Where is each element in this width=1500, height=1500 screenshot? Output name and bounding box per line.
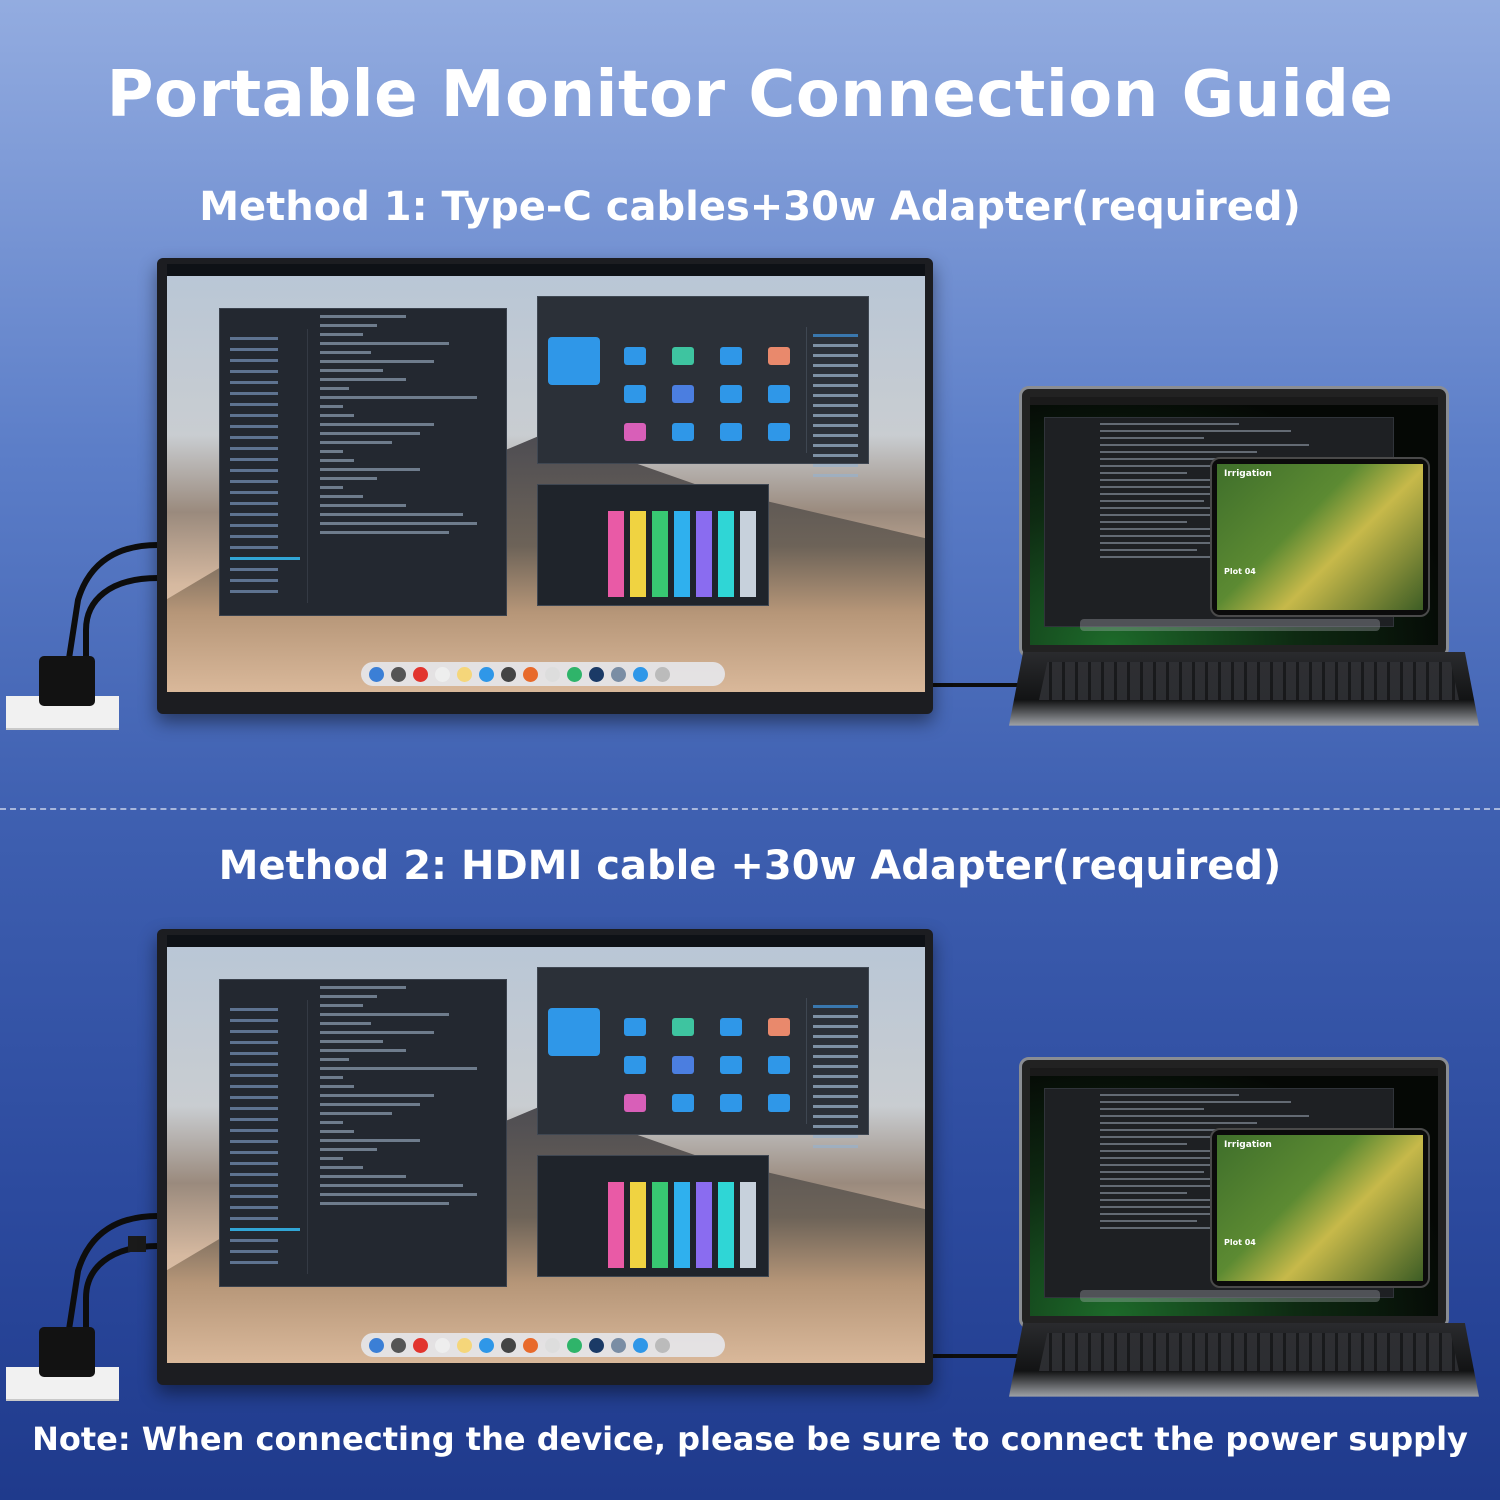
- monitor-screen: [167, 264, 925, 692]
- desktop-top-bar: [167, 264, 925, 276]
- hdmi-cable-2: [83, 1243, 159, 1336]
- desktop-dock: [361, 1333, 725, 1357]
- konsole-window: [537, 1155, 769, 1277]
- laptop-keyboard: [1039, 1333, 1459, 1371]
- tablet-simulator: Irrigation Plot 04: [1210, 1128, 1430, 1288]
- terminal-window: [219, 979, 507, 1287]
- plot-label: Plot 04: [1224, 1238, 1256, 1247]
- section-divider: [0, 808, 1500, 810]
- mac-dock: [1080, 1290, 1380, 1302]
- laptop-lid: Irrigation Plot 04: [1019, 1057, 1449, 1329]
- desktop-top-bar: [167, 935, 925, 947]
- power-cable-2: [65, 1213, 159, 1337]
- desktop-dock: [361, 662, 725, 686]
- portable-monitor: [157, 929, 933, 1385]
- power-adapter-icon: [39, 1327, 95, 1377]
- konsole-window: [537, 484, 769, 606]
- power-adapter-icon: [39, 656, 95, 706]
- home-folder-icon: [548, 1008, 600, 1056]
- laptop: Irrigation Plot 04: [1009, 386, 1479, 726]
- file-manager-window: [537, 967, 869, 1148]
- page-title: Portable Monitor Connection Guide: [106, 58, 1394, 132]
- power-cable-1: [65, 542, 159, 666]
- hdmi-plug: [128, 1236, 146, 1252]
- laptop: Irrigation Plot 04: [1009, 1057, 1479, 1397]
- mac-dock: [1080, 619, 1380, 631]
- portable-monitor: [157, 258, 933, 714]
- tablet-title: Irrigation: [1224, 469, 1272, 479]
- laptop-screen: Irrigation Plot 04: [1030, 1068, 1438, 1316]
- laptop-screen: Irrigation Plot 04: [1030, 397, 1438, 645]
- laptop-lid: Irrigation Plot 04: [1019, 386, 1449, 658]
- field-map: [1217, 1135, 1423, 1281]
- tablet-title: Irrigation: [1224, 1140, 1272, 1150]
- usb-c-cable-1: [83, 575, 159, 665]
- terminal-window: [219, 308, 507, 616]
- power-supply-note: Note: When connecting the device, please…: [32, 1420, 1468, 1458]
- monitor-screen: [167, 935, 925, 1363]
- method-1-heading: Method 1: Type-C cables+30w Adapter(requ…: [199, 184, 1301, 230]
- file-manager-window: [537, 296, 869, 477]
- plot-label: Plot 04: [1224, 567, 1256, 576]
- home-folder-icon: [548, 337, 600, 385]
- method-2-heading: Method 2: HDMI cable +30w Adapter(requir…: [218, 843, 1282, 889]
- field-map: [1217, 464, 1423, 610]
- laptop-keyboard: [1039, 662, 1459, 700]
- tablet-simulator: Irrigation Plot 04: [1210, 457, 1430, 617]
